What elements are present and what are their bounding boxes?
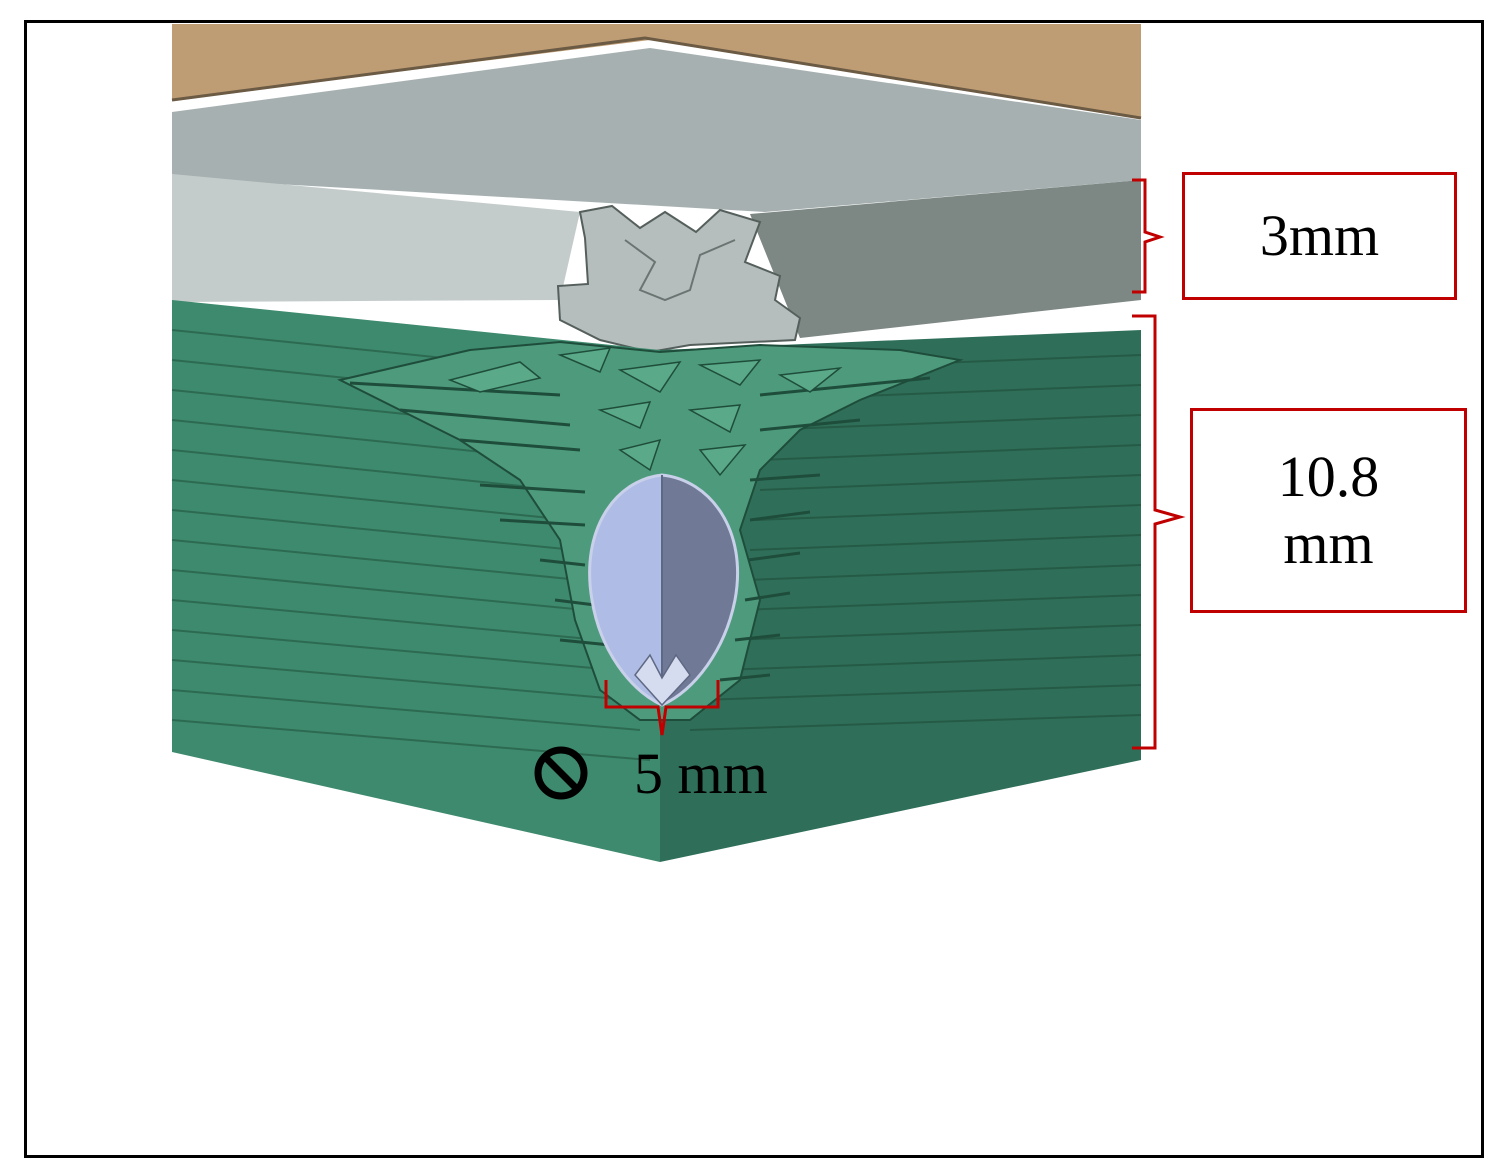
projectile (588, 473, 740, 707)
bracket-3mm (1132, 178, 1165, 294)
fracture-lines (624, 239, 736, 302)
bottom-layer-thickness-unit: mm (1283, 510, 1374, 576)
backing-plate (172, 24, 1141, 118)
composite-side-face (660, 330, 1141, 862)
delamination-cracks (349, 376, 931, 682)
bracket-10-8mm (1132, 314, 1186, 750)
projectile-tip (634, 653, 691, 707)
top-layer-front-face (172, 174, 580, 302)
bottom-layer-thickness-label: 10.8 mm (1190, 408, 1467, 613)
bracket-5mm (604, 680, 720, 736)
bottom-layer-thickness-value: 10.8 (1277, 443, 1380, 509)
hole-diameter-label: 5 mm (532, 738, 768, 808)
top-layer-fracture (556, 204, 802, 354)
top-layer-thickness-text: 3mm (1259, 202, 1380, 268)
top-layer-side-face (750, 180, 1141, 338)
diameter-icon (534, 746, 588, 800)
projectile-right-half (662, 475, 738, 705)
composite-fragments (447, 347, 843, 477)
hole-diameter-text: 5 mm (634, 740, 768, 806)
dimension-annotations (604, 178, 1186, 750)
top-layer-surface (172, 48, 1141, 212)
backing-plate-edge (171, 36, 1142, 120)
top-layer-thickness-label: 3mm (1182, 172, 1457, 300)
